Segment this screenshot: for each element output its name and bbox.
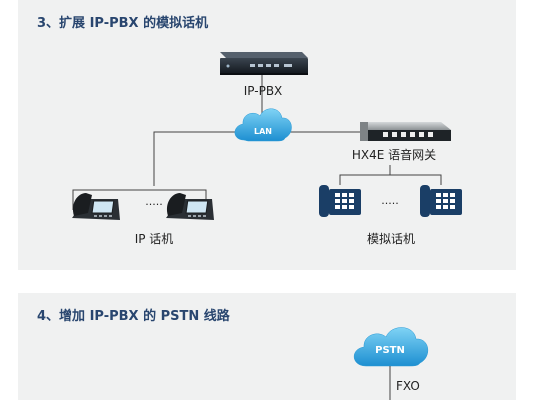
analog-phone-extension-diagram: IP-PBX LAN HX4E 语音网关 <box>72 52 462 246</box>
lan-label: LAN <box>254 127 272 136</box>
section-4-panel: 4、增加 IP-PBX 的 PSTN 线路 PSTN FXO <box>18 293 516 400</box>
section-3-panel: 3、扩展 IP-PBX 的模拟话机 <box>18 0 516 270</box>
ip-phone-icon <box>72 193 120 220</box>
analog-phone-ellipsis: ····· <box>381 197 398 210</box>
analog-phone-icon <box>420 185 462 217</box>
ip-pbx-label: IP-PBX <box>244 84 283 98</box>
lan-to-ip-phones-line <box>153 131 243 186</box>
connection-lines <box>72 75 442 210</box>
ip-pbx-device <box>220 52 308 75</box>
ip-phones-label: IP 话机 <box>135 232 174 246</box>
analog-phone-icon <box>319 185 361 217</box>
gateway-to-analog-phones-line <box>339 174 442 185</box>
fxo-label: FXO <box>396 379 420 393</box>
hx4e-gateway-device <box>360 122 451 141</box>
ip-phone-ellipsis: ····· <box>145 198 162 211</box>
pstn-line-diagram: PSTN FXO <box>353 327 428 400</box>
pstn-cloud-icon <box>353 327 428 367</box>
ip-phones-bus-line <box>72 189 207 210</box>
hx4e-gateway-label: HX4E 语音网关 <box>352 147 436 162</box>
lan-cloud-icon <box>234 108 292 142</box>
section-3-title: 3、扩展 IP-PBX 的模拟话机 <box>37 16 209 31</box>
ip-phone-icon <box>166 193 214 220</box>
section-4-title: 4、增加 IP-PBX 的 PSTN 线路 <box>37 309 230 324</box>
analog-phones-label: 模拟话机 <box>367 232 415 246</box>
pstn-label: PSTN <box>375 345 405 356</box>
